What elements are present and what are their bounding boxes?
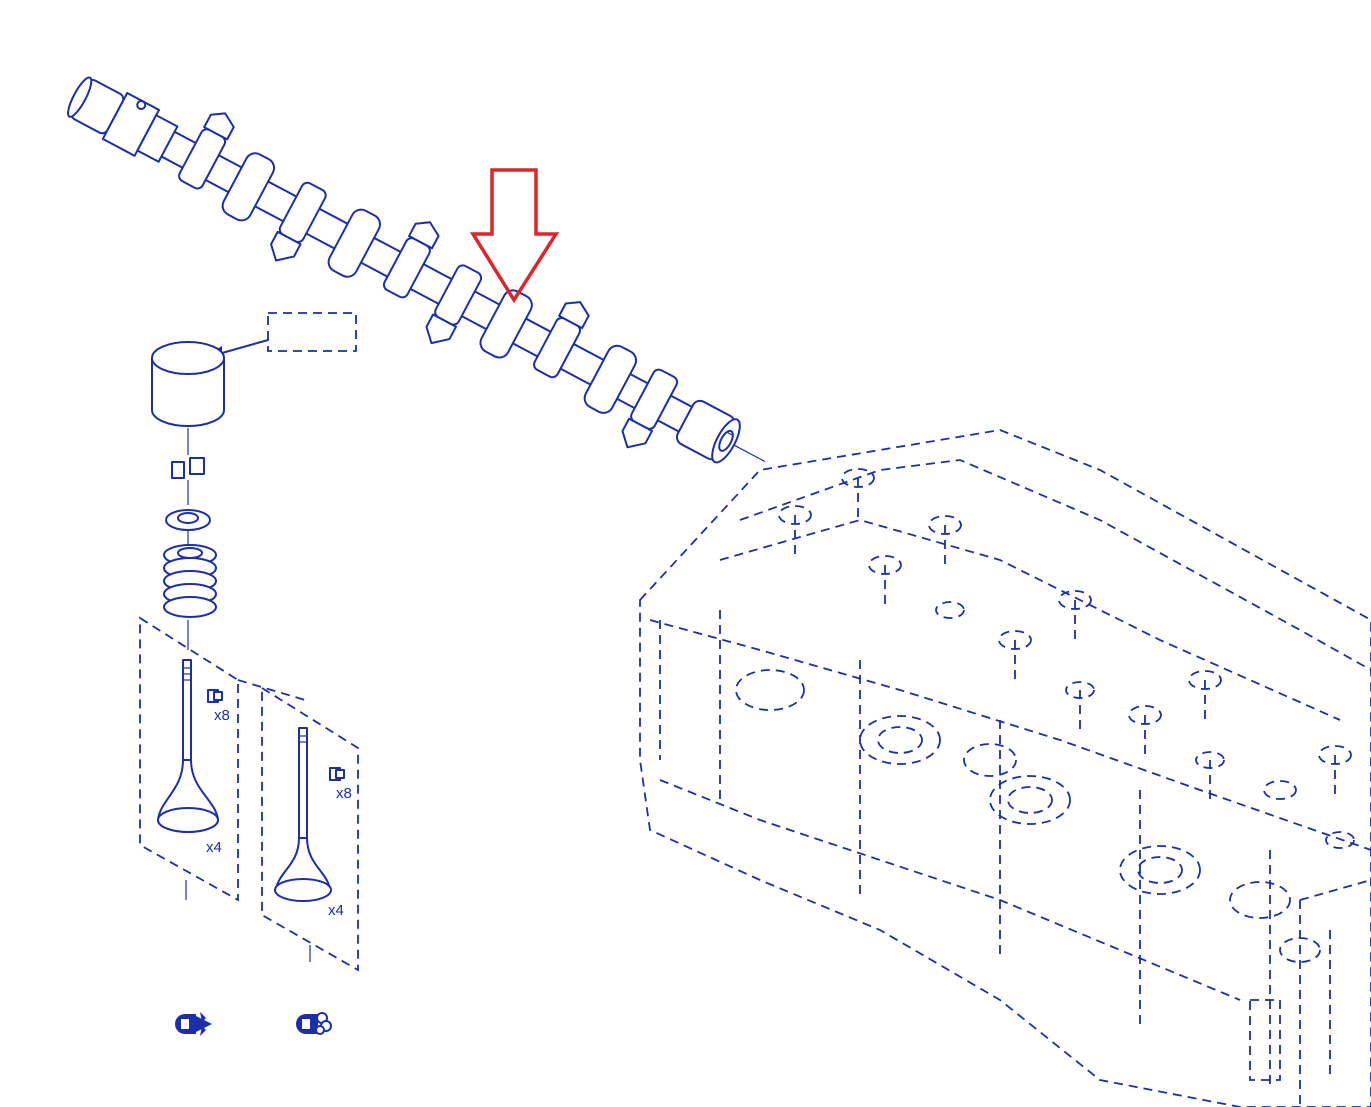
intake-cotter-qty: x8 [214,707,230,724]
camshaft [67,76,766,464]
intake-cotter-icon [207,689,223,703]
red-pointer-arrow-icon [469,168,560,304]
exhaust-cotter-icon [329,767,345,781]
valve-spring [163,544,217,650]
spring-retainer [165,509,211,545]
intake-valve [157,659,219,833]
intake-symbol-icon [175,1012,212,1036]
exhaust-cotter-qty: x8 [336,785,352,802]
exhaust-valve-qty: x4 [328,902,344,919]
cylinder-head-bolts [778,468,1355,849]
tappet-bucket [151,341,225,455]
exhaust-symbol-icon [296,1012,332,1035]
valve-cotters [171,457,205,505]
cylinder-head [639,429,1371,1107]
exhaust-valve-group: x8 x4 [237,679,359,972]
intake-valve-group: x8 x4 [139,616,239,902]
intake-valve-qty: x4 [206,839,222,856]
exhaust-valve [274,727,332,902]
